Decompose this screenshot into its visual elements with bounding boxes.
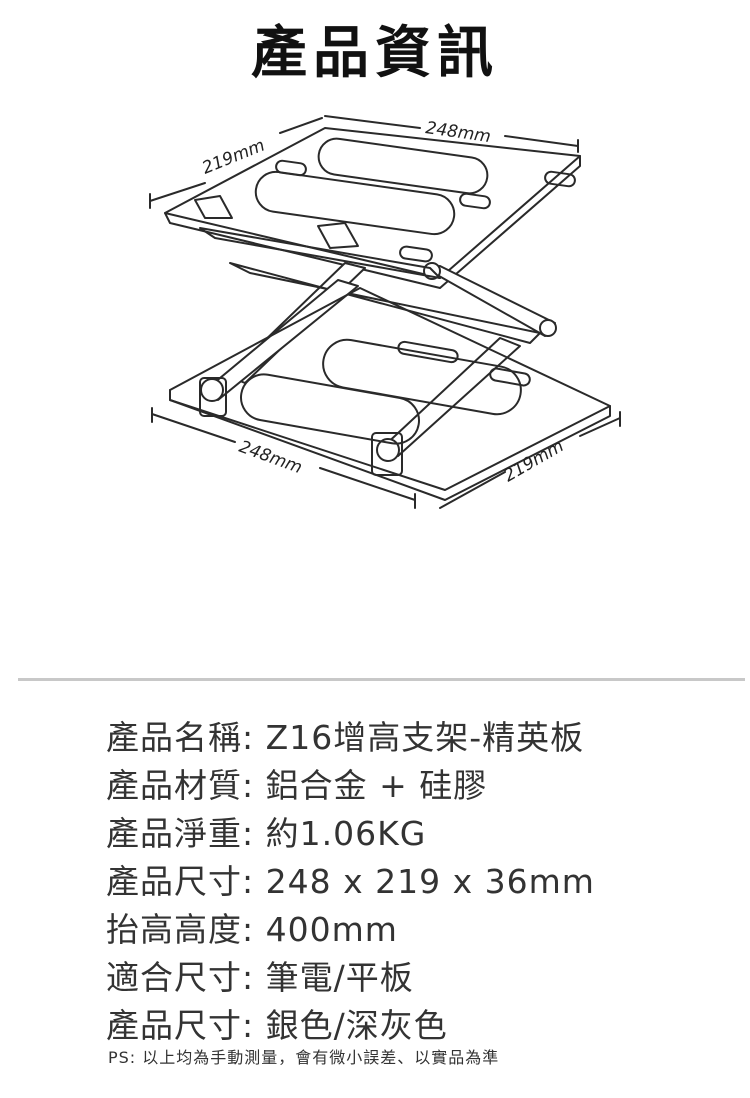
spec-label: 產品淨重: [106,814,255,853]
spec-row: 產品材質: 鋁合金 + 硅膠 [106,762,726,810]
dimension-label-bottom-width: 248mm [236,437,304,478]
spec-row: 產品尺寸: 銀色/深灰色 [106,1002,726,1050]
section-divider [18,678,745,681]
spec-value: Z16增高支架-精英板 [265,718,585,757]
spec-label: 產品材質: [106,766,255,805]
spec-value: 鋁合金 + 硅膠 [265,766,488,805]
spec-value: 400mm [265,910,398,949]
spec-row: 適合尺寸: 筆電/平板 [106,954,726,1002]
spec-value: 約1.06KG [265,814,427,853]
spec-list: 產品名稱: Z16增高支架-精英板 產品材質: 鋁合金 + 硅膠 產品淨重: 約… [106,714,726,1050]
spec-value: 248 x 219 x 36mm [265,862,595,901]
spec-label: 抬高高度: [106,910,255,949]
spec-label: 產品尺寸: [106,1006,255,1045]
spec-label: 產品名稱: [106,718,255,757]
spec-value: 銀色/深灰色 [265,1006,448,1045]
product-line-drawing: 248mm 219mm 248mm 219mm [149,115,621,509]
measurement-note: PS: 以上均為手動測量，會有微小誤差、以實品為準 [108,1048,500,1067]
spec-label: 產品尺寸: [106,862,255,901]
spec-label: 適合尺寸: [106,958,255,997]
spec-row: 抬高高度: 400mm [106,906,726,954]
spec-row: 產品尺寸: 248 x 219 x 36mm [106,858,726,906]
spec-row: 產品名稱: Z16增高支架-精英板 [106,714,726,762]
page-title: 產品資訊 [251,21,499,86]
spec-row: 產品淨重: 約1.06KG [106,810,726,858]
spec-value: 筆電/平板 [265,958,414,997]
